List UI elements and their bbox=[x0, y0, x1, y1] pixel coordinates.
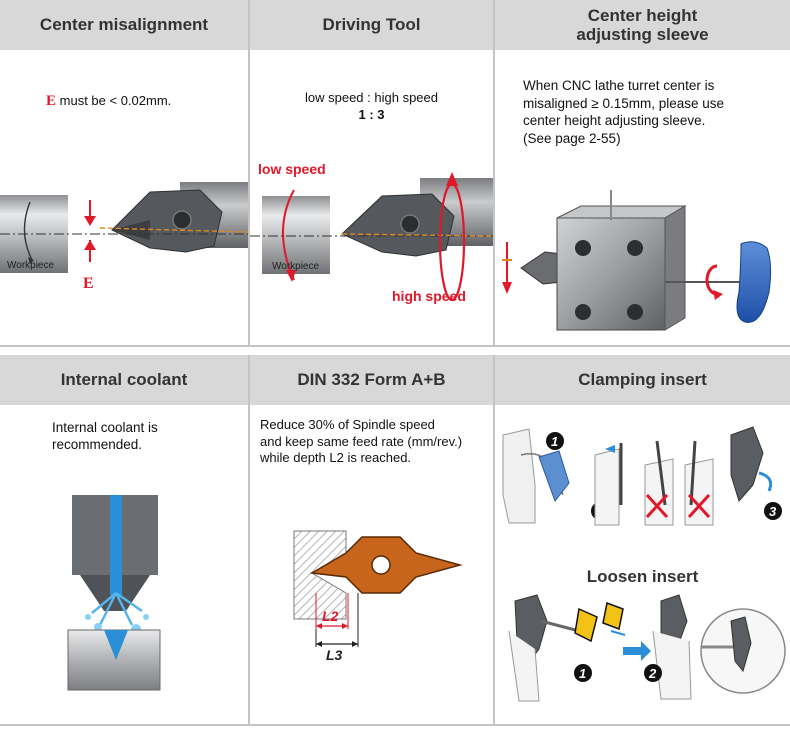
panel-internal-coolant: Internal coolant Internal coolant is rec… bbox=[0, 355, 248, 725]
note-text: must be < 0.02mm. bbox=[59, 93, 172, 108]
panel-title-text: Internal coolant bbox=[60, 370, 188, 390]
step-number: 2 bbox=[648, 666, 657, 681]
loosen-title-text: Loosen insert bbox=[586, 567, 699, 586]
loosen-title: Loosen insert bbox=[495, 567, 790, 587]
workpiece-label: Workpiece bbox=[272, 261, 319, 272]
text-line: while depth L2 is reached. bbox=[260, 450, 412, 466]
sleeve-description: When CNC lathe turret center is misalign… bbox=[523, 77, 724, 147]
step-number: 3 bbox=[769, 504, 777, 519]
divider bbox=[248, 355, 250, 725]
insert-body bbox=[111, 189, 223, 253]
din-illustration: L2 L3 bbox=[293, 530, 463, 663]
panel-title: Driving Tool bbox=[250, 0, 493, 50]
panel-center-misalignment: Center misalignment E must be < 0.02mm. … bbox=[0, 0, 248, 345]
clamping-illustration: 1 2 3 bbox=[502, 426, 782, 526]
panel-clamping-insert: Clamping insert 1 2 3 Loosen insert 1 bbox=[495, 355, 790, 725]
misalignment-note: E must be < 0.02mm. bbox=[46, 92, 171, 111]
coolant-description: Internal coolant is recommended. bbox=[52, 419, 158, 454]
speed-ratio-value: 1 : 3 bbox=[358, 106, 385, 122]
insert-body bbox=[341, 193, 455, 257]
panel-title-text: Center misalignment bbox=[39, 15, 209, 35]
divider bbox=[493, 0, 495, 345]
speed-ratio-label: low speed : high speed bbox=[305, 90, 438, 105]
bottom-rule bbox=[0, 724, 790, 726]
panel-driving-tool: Driving Tool low speed : high speed 1 : … bbox=[250, 0, 493, 345]
step-badge bbox=[574, 664, 592, 682]
din-description: Reduce 30% of Spindle speed and keep sam… bbox=[260, 417, 462, 467]
panel-center-height-sleeve: Center height adjusting sleeve When CNC … bbox=[495, 0, 790, 345]
panel-din332: DIN 332 Form A+B Reduce 30% of Spindle s… bbox=[250, 355, 493, 725]
workpiece-section bbox=[293, 530, 347, 620]
e-label: E bbox=[83, 275, 94, 292]
misalignment-illustration: Workpiece E bbox=[0, 182, 248, 292]
panel-title: Internal coolant bbox=[0, 355, 248, 405]
text-line: center height adjusting sleeve. bbox=[523, 113, 706, 129]
l3-label: L3 bbox=[326, 647, 343, 663]
panel-title: Clamping insert bbox=[495, 355, 790, 405]
speed-ratio: low speed : high speed 1 : 3 bbox=[250, 90, 493, 123]
panel-title: Center height adjusting sleeve bbox=[495, 0, 790, 50]
step-number: 1 bbox=[551, 434, 558, 449]
panel-title-line2: adjusting sleeve bbox=[576, 25, 709, 44]
text-line: (See page 2-55) bbox=[523, 130, 621, 146]
panel-title-text: DIN 332 Form A+B bbox=[297, 370, 446, 390]
high-speed-label: high speed bbox=[392, 288, 466, 304]
step-badge bbox=[546, 432, 564, 450]
text-line: Internal coolant is bbox=[52, 420, 158, 435]
panel-title-text: Clamping insert bbox=[578, 370, 707, 390]
panel-title-text: Driving Tool bbox=[322, 15, 421, 35]
panel-title-line1: Center height bbox=[587, 5, 698, 25]
driving-tool-illustration: low speed Workpiece high speed bbox=[250, 161, 493, 304]
text-line: Reduce 30% of Spindle speed bbox=[260, 417, 435, 432]
divider bbox=[248, 0, 250, 345]
text-line: misaligned ≥ 0.15mm, please use bbox=[523, 95, 725, 111]
step-badge bbox=[644, 664, 662, 682]
t-handle bbox=[736, 241, 772, 323]
text-line: and keep same feed rate (mm/rev.) bbox=[260, 433, 463, 449]
workpiece-label: Workpiece bbox=[7, 260, 54, 271]
text-line: recommended. bbox=[52, 437, 143, 453]
row-separator bbox=[0, 345, 790, 347]
text-line: When CNC lathe turret center is bbox=[523, 78, 715, 93]
coolant-illustration bbox=[67, 495, 161, 691]
step-number: 1 bbox=[579, 666, 586, 681]
workpiece bbox=[262, 196, 330, 274]
panel-title: DIN 332 Form A+B bbox=[250, 355, 493, 405]
sleeve-block bbox=[556, 217, 666, 331]
divider bbox=[493, 355, 495, 725]
loosen-illustration: 1 2 bbox=[508, 594, 786, 702]
panel-title: Center misalignment bbox=[0, 0, 248, 50]
e-symbol: E bbox=[46, 93, 57, 109]
l2-label: L2 bbox=[322, 608, 339, 624]
step-badge bbox=[764, 502, 782, 520]
sleeve-illustration bbox=[502, 190, 772, 331]
coolant-channel bbox=[110, 495, 122, 595]
low-speed-label: low speed bbox=[258, 161, 326, 177]
insert-tip bbox=[520, 251, 562, 285]
